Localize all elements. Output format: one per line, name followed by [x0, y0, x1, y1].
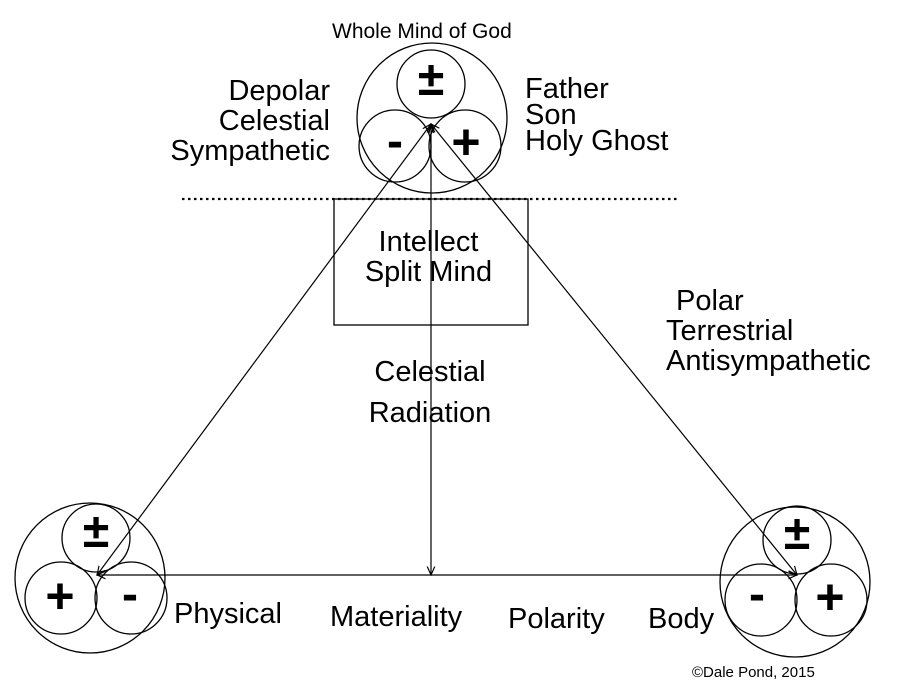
label-polar: Polar [676, 285, 744, 317]
left-minus-symbol: - [122, 568, 138, 621]
label-father: Father [525, 73, 609, 105]
right-circle-plus [794, 563, 868, 637]
label-celestial-center: Celestial [374, 356, 486, 388]
left-edge-arrow [97, 124, 431, 575]
label-depolar: Depolar [228, 75, 330, 107]
top-right-labels: Father Son Holy Ghost [525, 73, 669, 157]
center-labels: Celestial Radiation [350, 352, 510, 434]
top-plus-symbol: + [451, 114, 481, 170]
label-intellect: Intellect [378, 226, 479, 258]
top-left-labels: Depolar Celestial Sympathetic [170, 76, 330, 166]
top-minus-symbol: - [387, 115, 403, 168]
right-plus-symbol: + [815, 569, 845, 625]
label-polarity: Polarity [508, 603, 605, 635]
left-circle-plus [24, 561, 98, 635]
right-minus-symbol: - [749, 568, 765, 621]
label-terrestrial: Terrestrial [666, 315, 794, 347]
label-body: Body [648, 603, 715, 635]
copyright-text: ©Dale Pond, 2015 [692, 664, 815, 681]
label-sympathetic: Sympathetic [170, 135, 330, 167]
top-plusminus-symbol: ± [417, 53, 445, 106]
label-radiation: Radiation [368, 397, 492, 429]
label-materiality: Materiality [330, 601, 463, 633]
intellect-box-labels: Intellect Split Mind [346, 227, 511, 287]
label-physical: Physical [174, 598, 282, 630]
right-side-labels: Polar Terrestrial Antisympathetic [666, 286, 871, 376]
left-plus-symbol: + [45, 568, 75, 624]
right-plusminus-symbol: ± [783, 507, 811, 560]
label-celestial: Celestial [218, 105, 330, 137]
label-antisympathetic: Antisympathetic [666, 345, 871, 377]
left-plusminus-symbol: ± [82, 505, 110, 558]
right-edge-arrow [431, 124, 797, 575]
label-son: Son [525, 99, 577, 131]
top-circle-plusminus [396, 49, 466, 119]
label-split-mind: Split Mind [364, 256, 493, 288]
diagram-title: Whole Mind of God [332, 20, 512, 43]
label-holy-ghost: Holy Ghost [525, 125, 669, 157]
